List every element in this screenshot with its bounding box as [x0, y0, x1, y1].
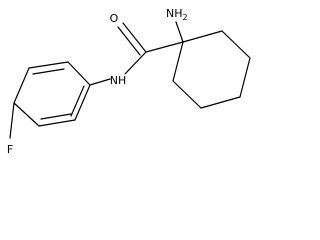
fluorine-label: F	[7, 143, 13, 156]
n-phenyl-bond	[89, 78, 111, 86]
amine-label: NH2	[166, 7, 188, 22]
benzene-ring	[13, 61, 91, 127]
amide-nh-label: NH	[110, 74, 127, 87]
amine-subscript: 2	[183, 13, 188, 22]
oxygen-label: O	[110, 12, 119, 25]
chemical-structure: O NH2 NH F	[7, 7, 251, 156]
carbonyl-double-bond	[117, 22, 147, 56]
amine-symbol: NH	[166, 7, 183, 20]
c-carbonyl-bond	[145, 41, 184, 53]
cyclohexane-ring	[172, 30, 251, 109]
c-f-bond	[9, 102, 15, 139]
c-nh2-bond	[175, 21, 184, 43]
c-n-amide-bond	[124, 51, 147, 75]
